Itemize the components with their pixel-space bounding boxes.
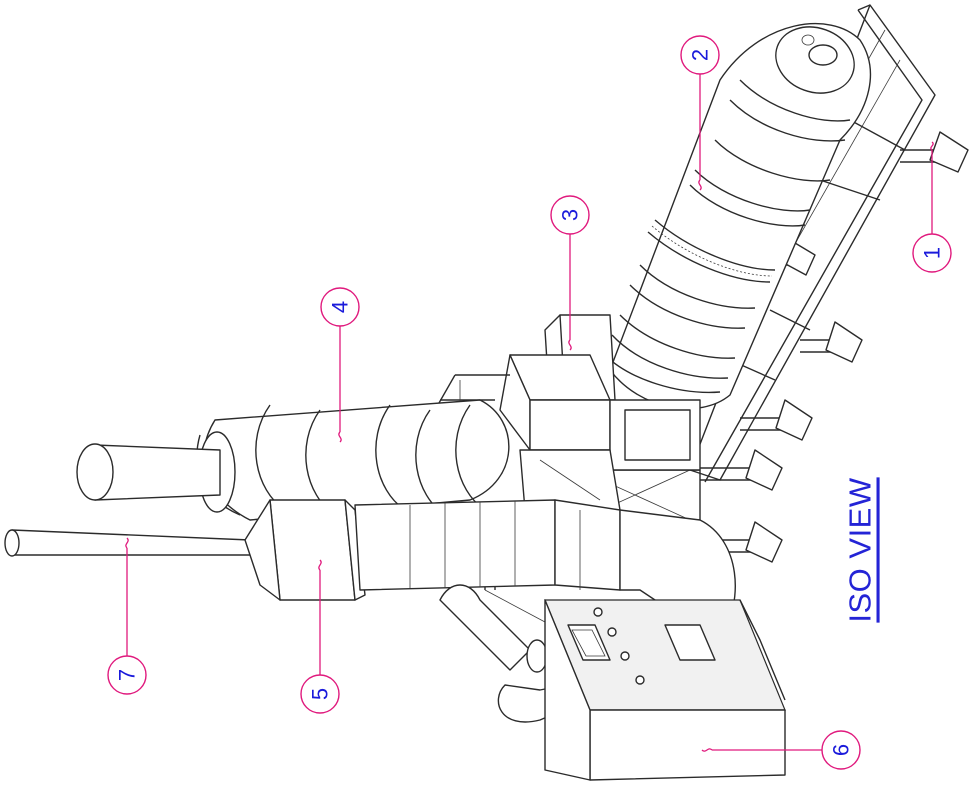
rotary-drum bbox=[604, 22, 872, 410]
transition-box bbox=[499, 354, 701, 511]
svg-text:1: 1 bbox=[920, 247, 945, 259]
control-cabinet bbox=[544, 599, 786, 781]
callout-4: 4 bbox=[320, 287, 360, 327]
callout-leaders bbox=[125, 72, 934, 752]
callout-2: 2 bbox=[680, 35, 720, 75]
svg-text:2: 2 bbox=[688, 49, 713, 61]
svg-text:5: 5 bbox=[308, 688, 333, 700]
view-title: ISO VIEW bbox=[843, 477, 878, 622]
callout-6: 6 bbox=[821, 730, 861, 770]
svg-text:3: 3 bbox=[558, 209, 583, 221]
exhaust-stack bbox=[76, 443, 221, 501]
support-legs bbox=[700, 131, 969, 563]
svg-text:6: 6 bbox=[829, 744, 854, 756]
callout-3: 3 bbox=[550, 195, 590, 235]
callout-7: 7 bbox=[107, 655, 147, 695]
svg-text:4: 4 bbox=[328, 301, 353, 313]
duct-box bbox=[244, 499, 736, 661]
callout-5: 5 bbox=[300, 674, 340, 714]
callout-1: 1 bbox=[912, 233, 952, 273]
svg-text:7: 7 bbox=[115, 669, 140, 681]
